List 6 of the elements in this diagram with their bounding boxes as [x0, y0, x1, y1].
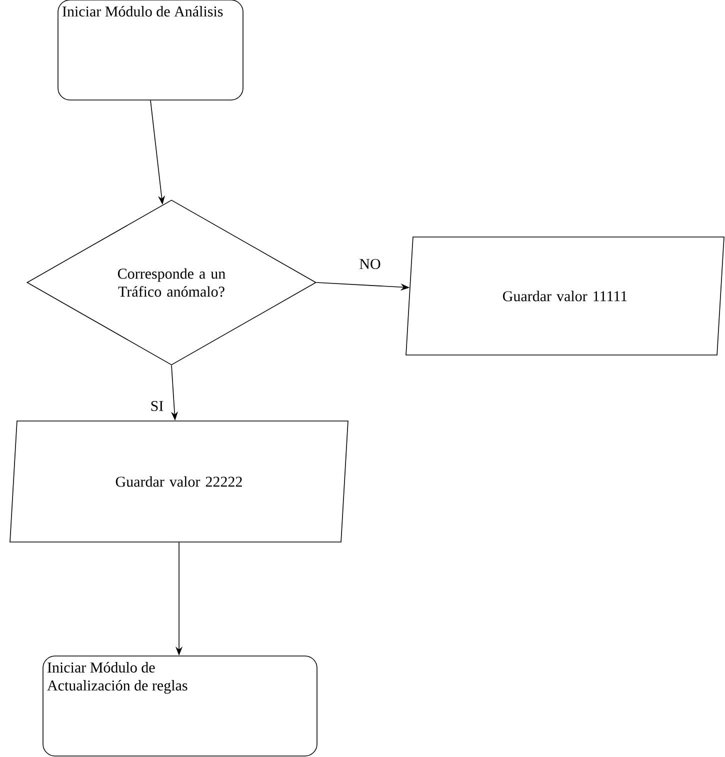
edge-label: SI [149, 400, 165, 412]
data-parallelogram: Guardar valor 22222 [10, 420, 348, 542]
edge-label: NO [358, 258, 382, 270]
start-box: Iniciar Módulo de Análisis [58, 0, 244, 100]
start-box: Iniciar Módulo de Actualización de reglas [42, 656, 318, 756]
data-parallelogram: Guardar valor 11111 [406, 236, 724, 356]
